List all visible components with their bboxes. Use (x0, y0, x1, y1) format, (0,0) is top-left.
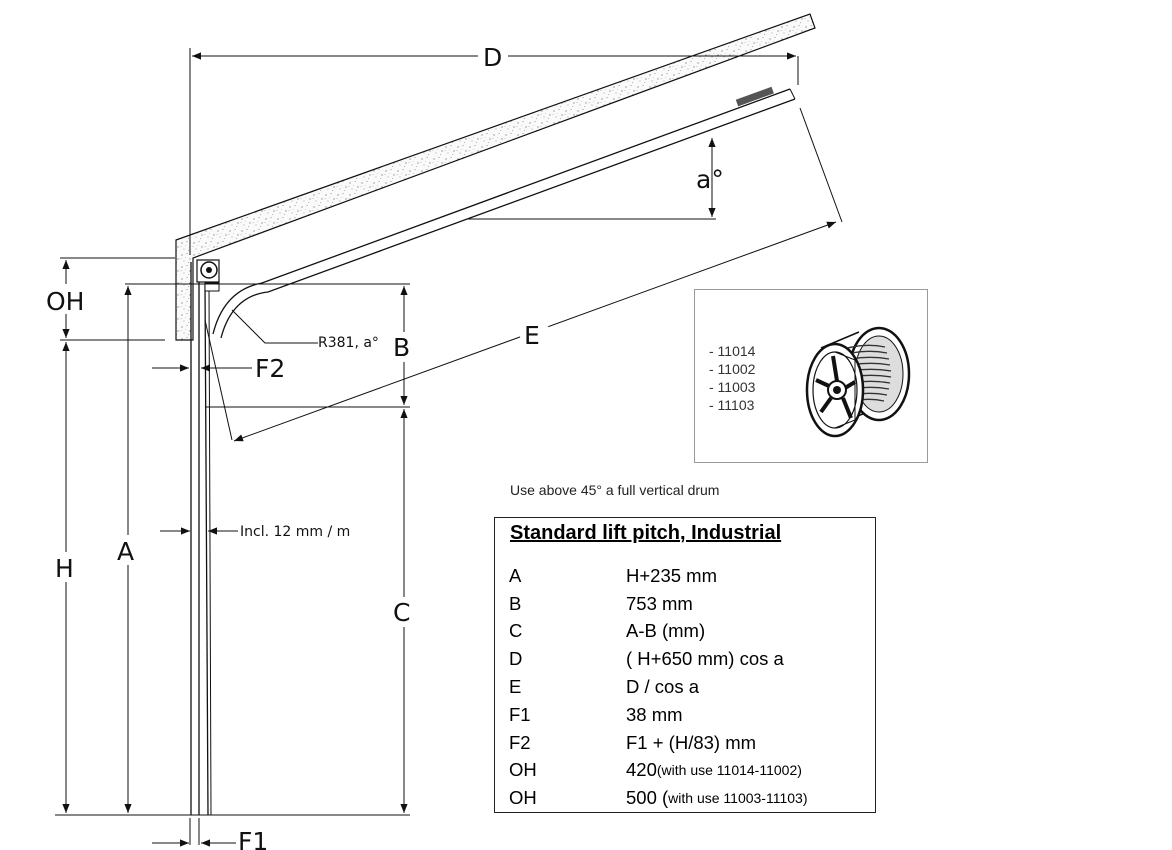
row-note: with use 11003-11103) (668, 790, 808, 807)
dim-e-label: E (524, 321, 540, 350)
drum-panel: - 11014 - 11002 - 11003 - 11103 (694, 289, 928, 463)
table-row: E D / cos a (509, 673, 808, 701)
ceiling-slab (175, 13, 816, 341)
drum-part-item: - 11003 (709, 379, 756, 395)
row-value: ( H+650 mm) cos a (626, 648, 784, 670)
row-value: H+235 mm (626, 564, 717, 586)
incline-label: Incl. 12 mm / m (240, 524, 350, 540)
row-key: D (509, 648, 523, 670)
track-stop (735, 86, 774, 107)
dim-c-label: C (393, 598, 410, 627)
dim-a-label: A (117, 537, 134, 566)
dim-angle-label: a° (696, 165, 724, 194)
table-title: Standard lift pitch, Industrial (510, 522, 782, 544)
row-value: 753 mm (626, 592, 693, 614)
drum-part-item: - 11103 (709, 397, 755, 413)
table-row: OH 500 (with use 11003-11103) (509, 784, 808, 812)
row-value: A-B (mm) (626, 620, 706, 642)
row-value: F1 + (H/83) mm (626, 731, 757, 753)
dim-oh-label: OH (46, 287, 84, 316)
drum-part-item: - 11002 (709, 361, 756, 377)
row-key: E (509, 676, 522, 698)
dim-b-label: B (393, 333, 410, 362)
dim-f2-label: F2 (255, 354, 285, 383)
row-key: F2 (509, 731, 531, 753)
table-row: F2 F1 + (H/83) mm (509, 729, 808, 757)
drum-part-item: - 11014 (709, 343, 756, 359)
table-row: C A-B (mm) (509, 618, 808, 646)
row-value: 420 (626, 759, 657, 781)
row-key: C (509, 620, 523, 642)
table-row: OH 420 (with use 11014-11002) (509, 757, 808, 785)
table-row: A H+235 mm (509, 562, 808, 590)
row-value: 38 mm (626, 703, 683, 725)
table-rows: A H+235 mm B 753 mm C A-B (mm) D ( H+650 mm)… (509, 562, 808, 812)
cable-drum-image (805, 326, 911, 438)
cable-drum-symbol (196, 259, 220, 292)
dim-d-label: D (483, 43, 502, 72)
row-key: A (509, 564, 522, 586)
dim-f1-label: F1 (238, 827, 268, 850)
drum-part-list: - 11014 - 11002 - 11003 - 11103 (709, 342, 755, 414)
vertical-track (190, 262, 233, 816)
row-key: OH (509, 759, 537, 781)
row-note: (with use 11014-11002) (656, 762, 802, 779)
row-key: B (509, 592, 522, 614)
table-row: D ( H+650 mm) cos a (509, 645, 808, 673)
formula-table: Standard lift pitch, Industrial A H+235 m… (494, 517, 876, 813)
dim-h-label: H (55, 554, 74, 583)
drum-note: Use above 45° a full vertical drum (510, 482, 720, 498)
table-row: F1 38 mm (509, 701, 808, 729)
row-value: D / cos a (626, 676, 699, 698)
row-key: OH (509, 787, 537, 809)
row-key: F1 (509, 703, 531, 725)
table-row: B 753 mm (509, 590, 808, 618)
radius-label: R381, a° (318, 335, 379, 351)
row-value: 500 ( (626, 787, 669, 809)
